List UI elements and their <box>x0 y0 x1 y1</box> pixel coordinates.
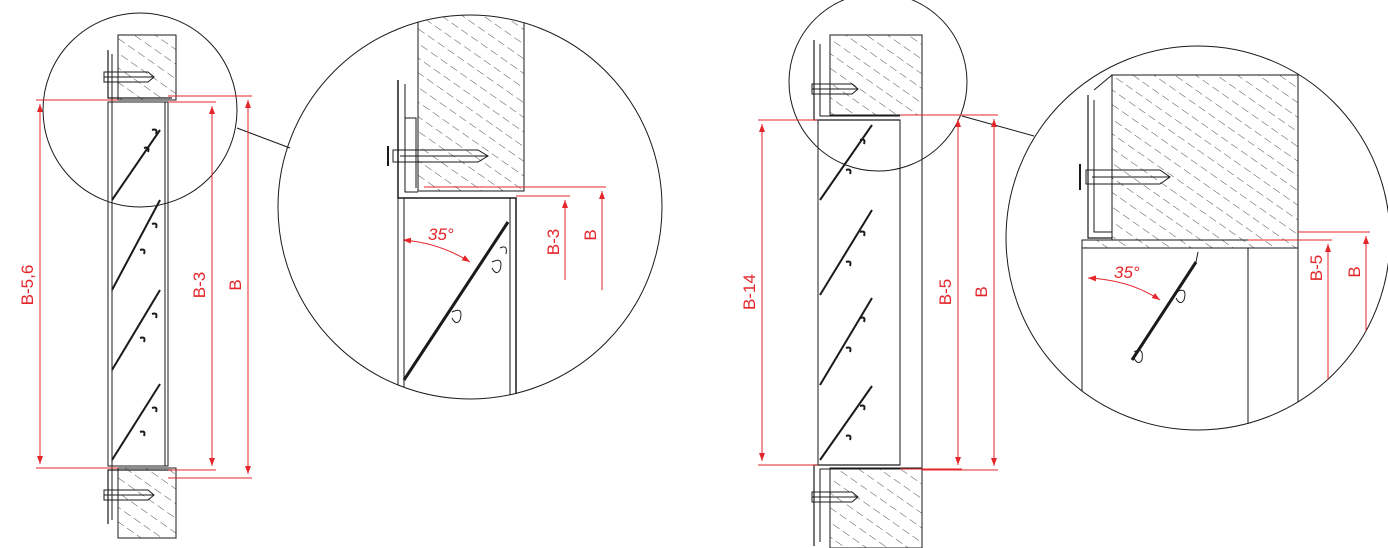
dim-label-inner: B-5 <box>936 279 955 305</box>
right-dimensions: B-14 B-5 B <box>740 114 998 471</box>
screw-icon <box>103 71 155 83</box>
detail-dim-inner: B-3 <box>544 229 563 255</box>
wall-top-right <box>829 34 923 116</box>
screw-icon <box>811 491 859 503</box>
angle-label: 35° <box>428 225 454 244</box>
dim-label-full: B <box>226 279 245 290</box>
right-grille-elevation <box>788 0 1035 548</box>
detail-callout-circle <box>42 12 238 208</box>
wall-section <box>417 15 525 192</box>
frame-flange-section <box>1081 239 1299 249</box>
wall-section <box>1111 74 1299 241</box>
wall-top-left <box>117 34 177 101</box>
dim-label-full: B <box>972 286 991 297</box>
detail-dim-inner: B-5 <box>1307 255 1326 281</box>
wall-bottom-right <box>829 467 923 548</box>
louver-blade <box>1130 251 1199 364</box>
left-grille-elevation <box>42 12 291 539</box>
dim-label-outer: B-14 <box>740 274 759 310</box>
screw-icon <box>1079 164 1171 190</box>
screw-icon <box>103 489 155 501</box>
detail-dim-full: B <box>581 229 600 240</box>
wall-bottom-left <box>117 467 177 539</box>
louver-blades <box>819 124 873 461</box>
detail-callout-circle <box>788 0 968 172</box>
detail-dim-full: B <box>1345 266 1364 277</box>
screw-icon <box>387 146 489 166</box>
angle-arc <box>402 237 471 263</box>
louver-blades <box>111 128 161 461</box>
angle-label: 35° <box>1114 263 1140 282</box>
screw-icon <box>811 83 859 95</box>
left-dimensions: B-5,6 B-3 B <box>18 95 252 479</box>
left-detail-view: 35° B-3 B <box>277 14 663 400</box>
dim-label-outer: B-5,6 <box>18 265 37 306</box>
dim-label-inner: B-3 <box>190 272 209 298</box>
right-detail-view: 35° B-5 B <box>1005 45 1388 431</box>
angle-arc <box>1087 275 1161 301</box>
louver-blade <box>402 221 510 381</box>
